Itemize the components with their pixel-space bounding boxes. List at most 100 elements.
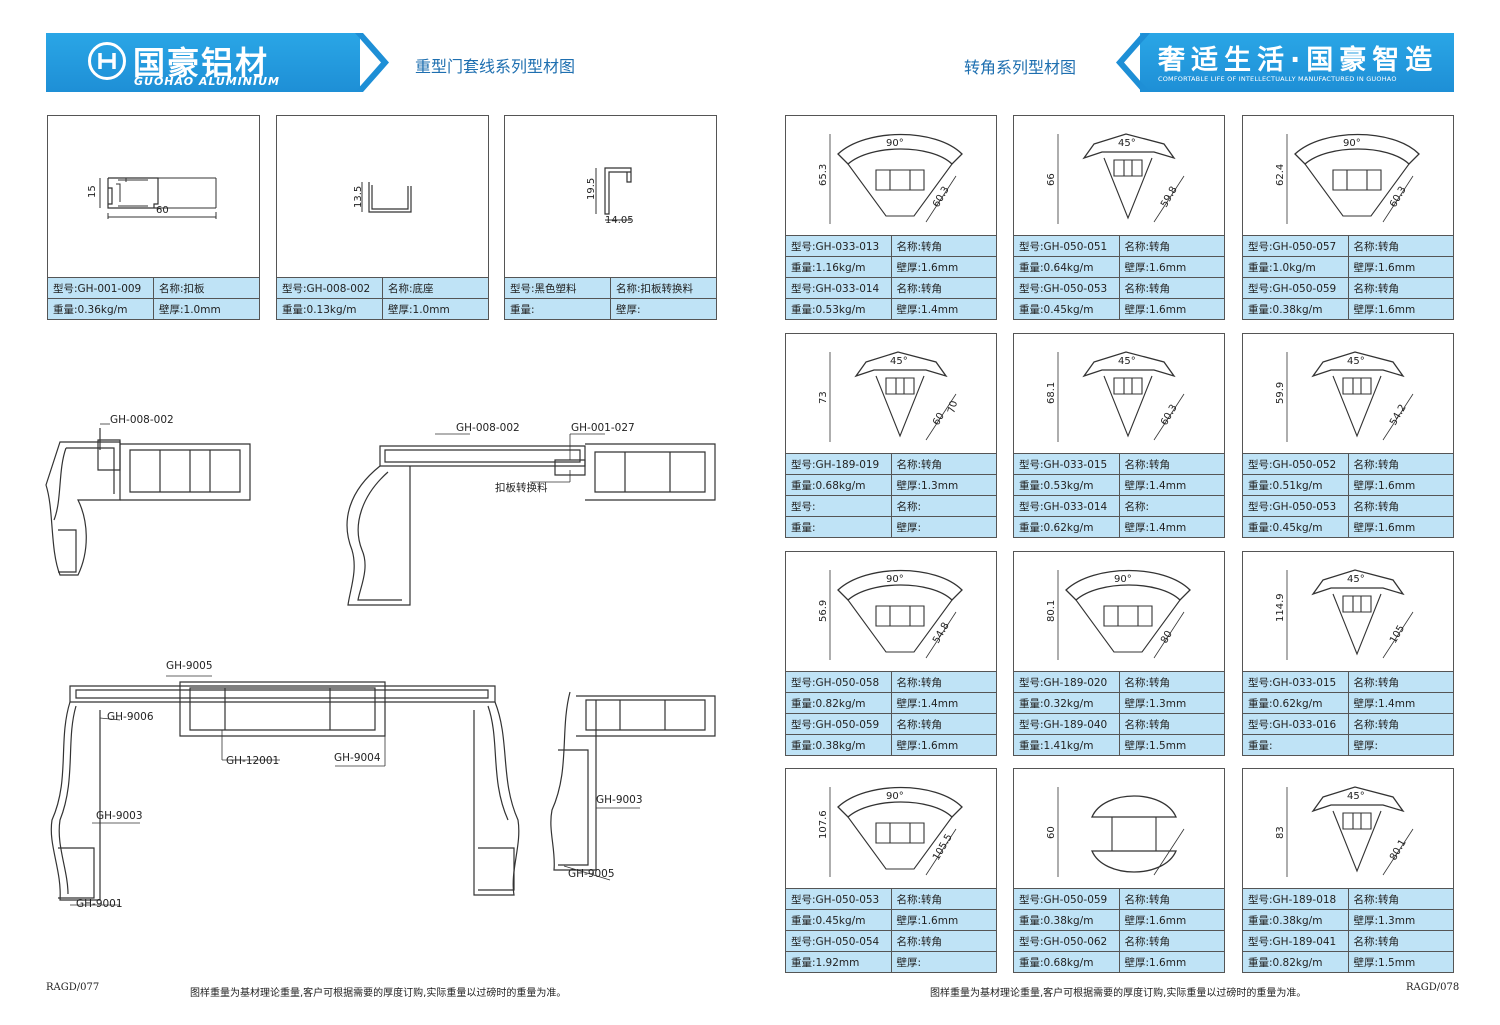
spec-cell: 重量:0.38kg/m <box>1014 909 1119 931</box>
spec-cell: 型号:GH-050-059 <box>1014 888 1119 910</box>
spec-cell: 壁厚:1.6mm <box>890 909 996 931</box>
spec-cell: 壁厚:1.6mm <box>890 256 996 278</box>
angle-label: 45° <box>1347 574 1365 585</box>
profile-drawing: 90°62.460.3 <box>1275 133 1420 224</box>
header-right-arrow <box>1116 33 1150 92</box>
assembly-label: GH-008-002 <box>110 414 174 426</box>
spec-cell: 壁厚:1.6mm <box>1118 298 1224 319</box>
angle-label: 90° <box>886 791 904 802</box>
assembly-label: 扣板转换料 <box>495 482 548 494</box>
spec-cell: 名称:转角 <box>1347 495 1453 517</box>
spec-cell: 型号:GH-033-015 <box>1014 453 1119 475</box>
slogan-en: COMFORTABLE LIFE OF INTELLECTUALLY MANUF… <box>1158 75 1397 83</box>
spec-cell: 型号: <box>786 495 891 517</box>
spec-cell: 名称:转角 <box>890 453 996 475</box>
spec-cell: 名称:转角 <box>1118 453 1224 475</box>
profile-drawing: 15 60 <box>87 177 217 219</box>
spec-cell: 型号:GH-050-051 <box>1014 235 1119 257</box>
spec-cell: 型号:GH-189-019 <box>786 453 891 475</box>
spec-cell: 型号:GH-050-057 <box>1243 235 1348 257</box>
spec-cell: 壁厚:1.4mm <box>1118 474 1224 496</box>
profile-drawing: 90°56.954.8 <box>818 569 963 660</box>
angle-label: 45° <box>890 356 908 367</box>
spec-cell: 型号:GH-050-058 <box>786 671 891 693</box>
spec-cell: 型号:GH-050-052 <box>1243 453 1348 475</box>
spec-cell: 壁厚:1.3mm <box>1118 692 1224 714</box>
spec-cell: 型号:GH-189-041 <box>1243 930 1348 952</box>
dimension-label: 59.9 <box>1275 382 1286 404</box>
spec-cell: 名称:转角 <box>1347 671 1453 693</box>
assembly-label: GH-12001 <box>226 755 280 767</box>
spec-cell: 重量: <box>1243 734 1348 755</box>
footer-note-right: 图样重量为基材理论重量,客户可根据需要的厚度订购,实际重量以过磅时的重量为准。 <box>930 988 1307 999</box>
spec-cell: 重量:0.62kg/m <box>1014 516 1119 537</box>
assembly-drawings <box>45 423 716 906</box>
spec-cell: 名称:转角 <box>890 713 996 735</box>
brand-name-en: GUOHAO ALUMINIUM <box>134 75 280 88</box>
dimension-label: 73 <box>818 391 829 404</box>
dimension-label: 60 <box>156 205 169 216</box>
dimension-label: 105 <box>1388 623 1407 645</box>
dimension-label: 60.3 <box>1159 403 1180 428</box>
spec-cell: 壁厚:1.4mm <box>890 298 996 319</box>
spec-cell: 壁厚:1.0mm <box>153 298 259 319</box>
assembly-label: GH-001-027 <box>571 422 635 434</box>
spec-cell: 壁厚:1.3mm <box>1347 909 1453 931</box>
spec-cell: 型号:GH-189-020 <box>1014 671 1119 693</box>
spec-cell: 名称:底座 <box>382 277 488 299</box>
spec-cell: 名称:转角 <box>1347 235 1453 257</box>
spec-cell: 名称:转角 <box>1118 671 1224 693</box>
spec-cell: 壁厚: <box>890 516 996 537</box>
spec-cell: 型号:GH-189-040 <box>1014 713 1119 735</box>
spec-cell: 型号:GH-008-002 <box>277 277 383 299</box>
angle-label: 90° <box>1343 138 1361 149</box>
spec-cell: 重量:0.32kg/m <box>1014 692 1119 714</box>
angle-label: 45° <box>1347 356 1365 367</box>
spec-cell: 重量:0.36kg/m <box>48 298 154 319</box>
dimension-label: 80.1 <box>1046 600 1057 622</box>
dimension-label: 68.1 <box>1046 382 1057 404</box>
spec-cell: 重量:0.62kg/m <box>1243 692 1348 714</box>
spec-cell: 重量:0.45kg/m <box>1243 516 1348 537</box>
angle-label: 90° <box>886 574 904 585</box>
spec-cell: 重量:0.38kg/m <box>786 734 891 755</box>
right-page-title: 转角系列型材图 <box>964 58 1077 77</box>
angle-label: 90° <box>886 138 904 149</box>
spec-cell: 型号:GH-033-014 <box>1014 495 1119 517</box>
spec-cell: 壁厚:1.6mm <box>1347 474 1453 496</box>
spec-cell: 型号:GH-050-053 <box>1014 277 1119 299</box>
spec-cell: 重量:1.0kg/m <box>1243 256 1348 278</box>
dimension-label: 14.05 <box>605 215 634 226</box>
profile-drawing: 60 <box>1046 787 1185 877</box>
dimension-label: 66 <box>1046 173 1057 186</box>
spec-cell: 重量: <box>505 298 611 319</box>
angle-label: 90° <box>1114 574 1132 585</box>
spec-cell: 型号:黑色塑料 <box>505 277 611 299</box>
dimension-label: 80 <box>1159 629 1175 646</box>
spec-cell: 重量:1.41kg/m <box>1014 734 1119 755</box>
dimension-label: 60 <box>1046 826 1057 839</box>
spec-cell: 型号:GH-050-053 <box>1243 495 1348 517</box>
spec-cell: 重量:0.53kg/m <box>786 298 891 319</box>
assembly-label: GH-9003 <box>596 794 643 806</box>
spec-cell: 重量:0.45kg/m <box>786 909 891 931</box>
assembly-label: GH-9003 <box>96 810 143 822</box>
